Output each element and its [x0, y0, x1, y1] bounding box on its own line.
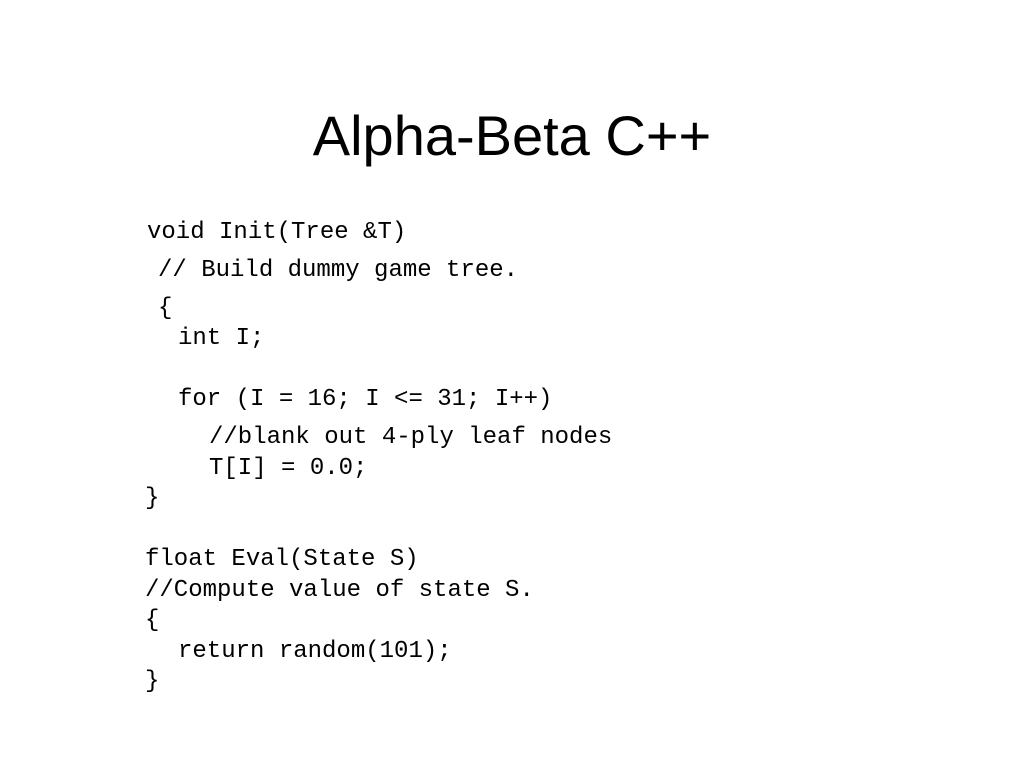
code-line: //blank out 4-ply leaf nodes [209, 424, 613, 451]
code-line: //Compute value of state S. [145, 577, 534, 604]
code-line: T[I] = 0.0; [209, 455, 368, 482]
code-line: } [145, 485, 160, 512]
code-line: for (I = 16; I <= 31; I++) [178, 386, 553, 413]
code-line: // Build dummy game tree. [158, 257, 519, 284]
slide-title: Alpha-Beta C++ [312, 104, 712, 167]
code-line: float Eval(State S) [145, 546, 419, 573]
code-line: return random(101); [178, 638, 452, 665]
code-line: { [158, 295, 173, 322]
code-line: { [145, 607, 160, 634]
code-line: } [145, 668, 160, 695]
code-line: void Init(Tree &T) [147, 219, 407, 246]
code-line: int I; [178, 325, 265, 352]
